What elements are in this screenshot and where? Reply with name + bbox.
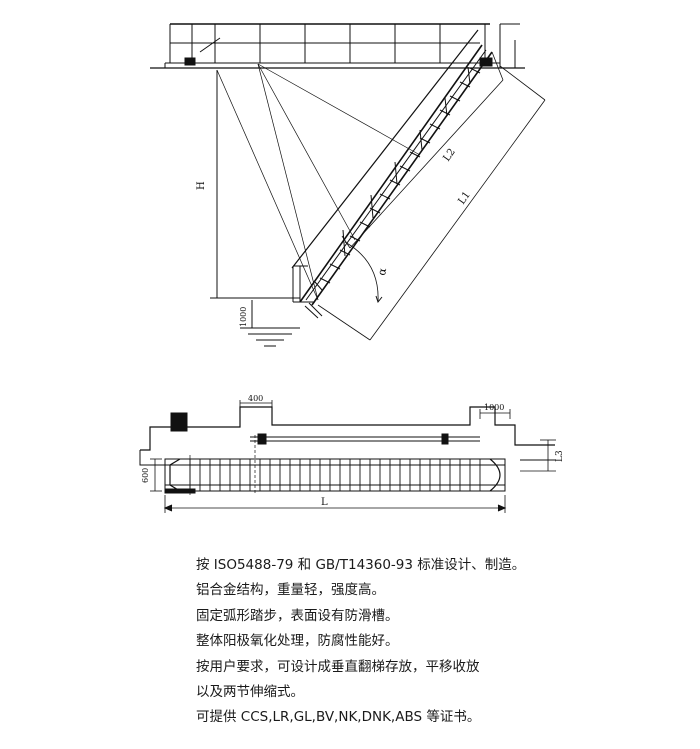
accommodation-ladder-plan: 400 1000 L3 600 L (139, 395, 565, 513)
ladder-plan-body (164, 458, 506, 492)
label-600: 600 (141, 468, 150, 483)
hoist-wire (216, 63, 421, 301)
spec-list: 按 ISO5488-79 和 GB/T14360-93 标准设计、制造。 铝合金… (196, 553, 525, 731)
ladder-treads (189, 459, 481, 491)
l1-dimension (317, 65, 546, 341)
spec-line: 铝合金结构，重量轻，强度高。 (196, 582, 385, 599)
label-l: L (321, 497, 328, 508)
accommodation-ladder-elevation: H L2 L1 α 1000 (150, 23, 546, 347)
label-h: H (196, 181, 207, 190)
spec-line: 按用户要求，可设计成垂直翻梯存放，平移收放 (196, 658, 480, 675)
label-l1: L1 (456, 190, 472, 207)
spec-line: 以及两节伸缩式。 (196, 684, 304, 701)
label-l2: L2 (441, 147, 457, 164)
lower-platform (292, 265, 323, 319)
spec-line: 固定弧形踏步，表面设有防滑槽。 (196, 607, 399, 624)
label-alpha: α (375, 266, 389, 276)
spec-line: 按 ISO5488-79 和 GB/T14360-93 标准设计、制造。 (196, 557, 526, 573)
angle-arc (344, 241, 379, 303)
label-400: 400 (248, 395, 263, 403)
label-1000-horizontal: 1000 (484, 403, 504, 412)
label-1000-vertical: 1000 (239, 307, 248, 327)
water-line (240, 300, 300, 347)
platform-railing (169, 23, 490, 63)
ladder-body (291, 29, 493, 306)
spec-line: 整体阳极氧化处理，防腐性能好。 (196, 633, 399, 650)
ship-deck-outline (140, 406, 555, 451)
spec-line: 可提供 CCS,LR,GL,BV,NK,DNK,ABS 等证书。 (196, 709, 481, 726)
l2-dimension (341, 51, 504, 249)
winch-box (170, 412, 188, 432)
label-l3: L3 (555, 450, 565, 462)
